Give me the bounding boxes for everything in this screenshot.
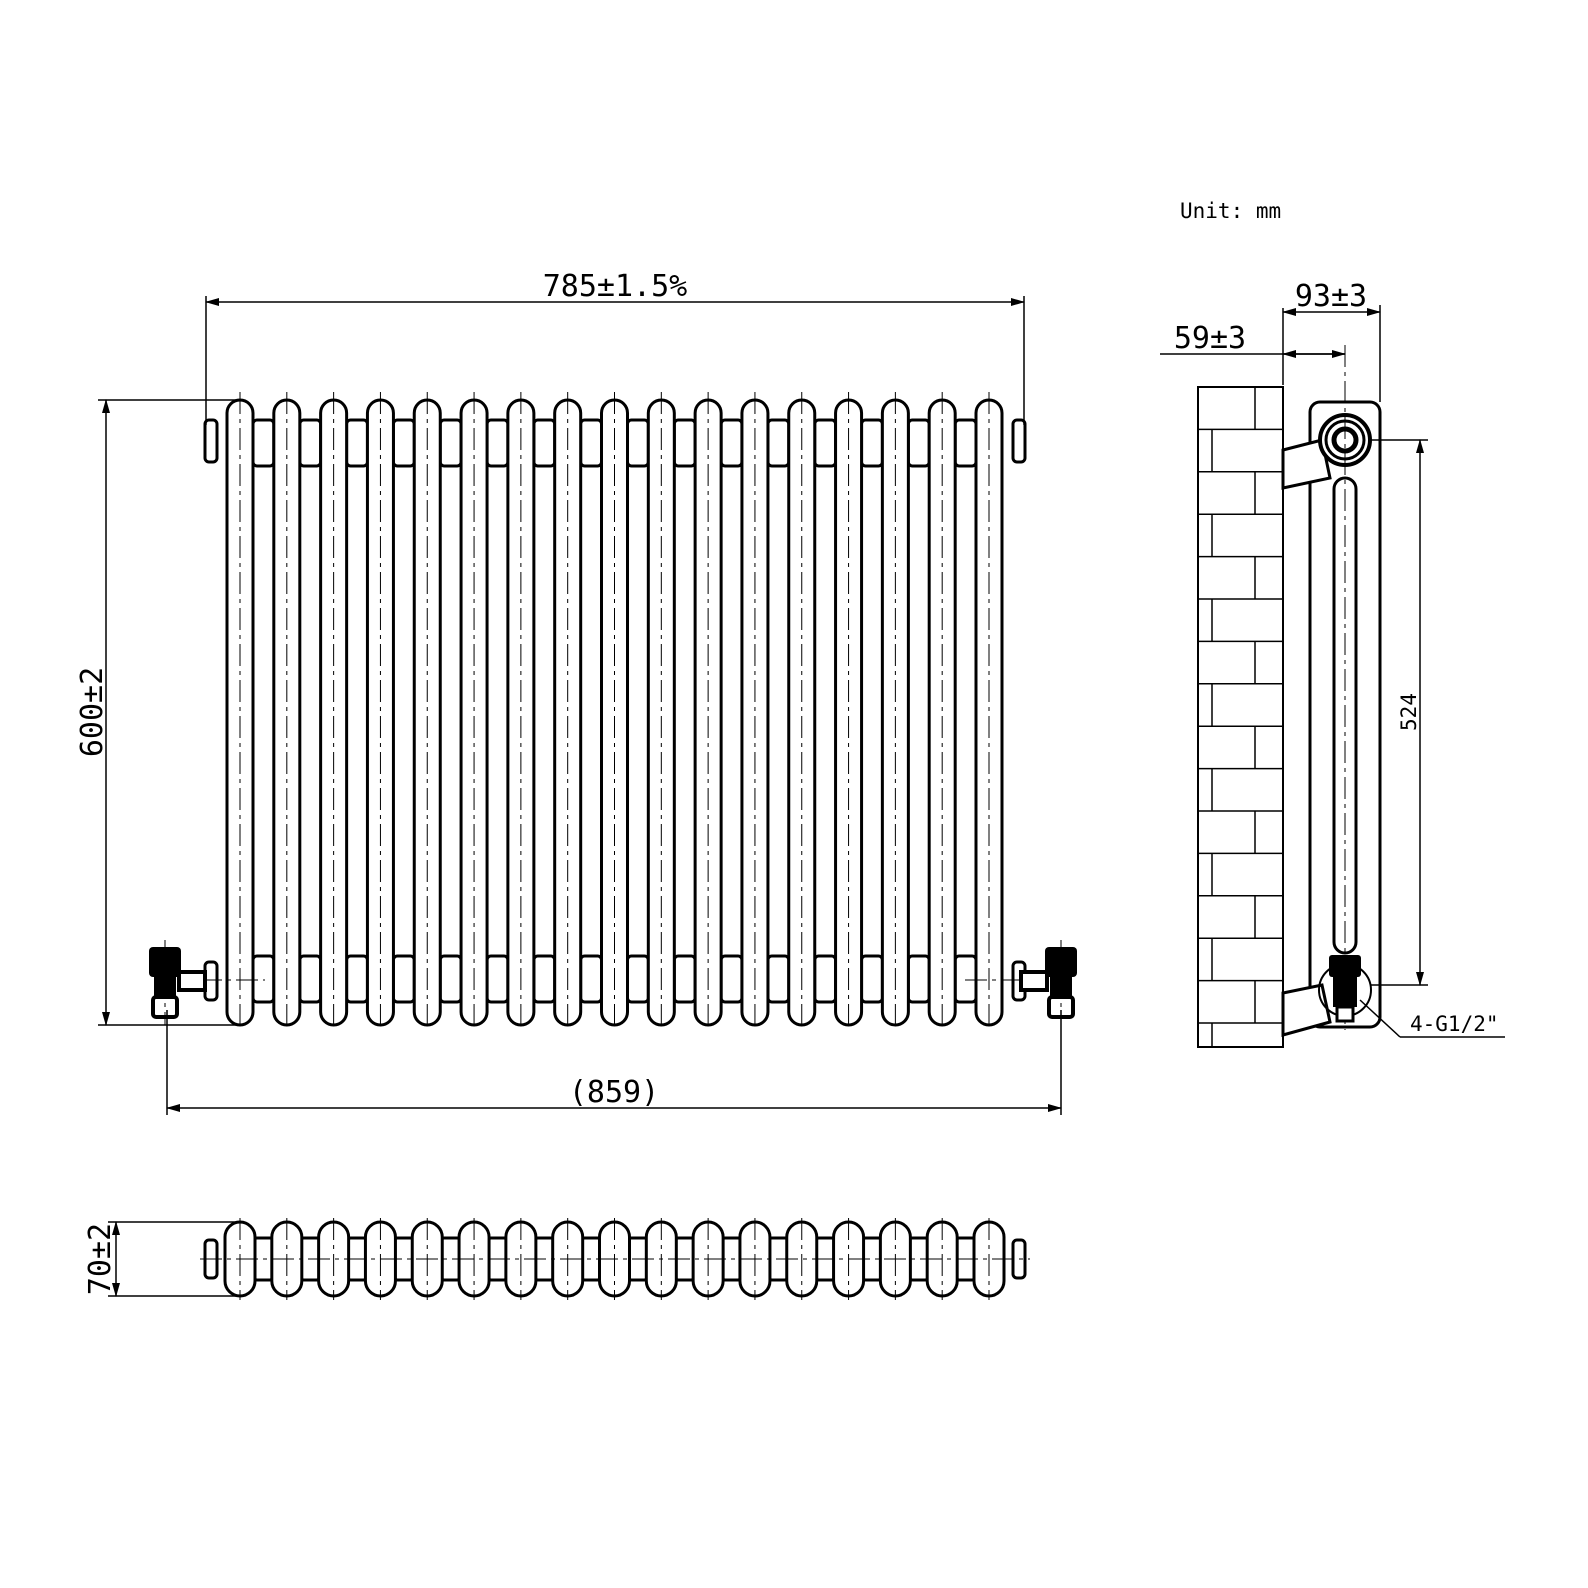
top-nipple xyxy=(813,418,838,468)
bottom-bracket xyxy=(1281,983,1332,1037)
bottom-nipple xyxy=(672,954,697,1004)
bottom-nipple xyxy=(391,954,416,1004)
wall-offset-label: 59±3 xyxy=(1174,321,1246,356)
width-label: 785±1.5% xyxy=(543,269,688,304)
bottom-nipple xyxy=(766,954,791,1004)
bottom-nipple xyxy=(953,954,978,1004)
top-nipple xyxy=(391,418,416,468)
bottom-nipple xyxy=(860,954,884,1004)
pipe-centres-label: 524 xyxy=(1397,693,1421,731)
radiator-valve xyxy=(1019,940,1077,1025)
bottom-nipple xyxy=(906,954,931,1004)
depth-label: 70±2 xyxy=(83,1223,118,1295)
top-nipple xyxy=(532,418,557,468)
top-nipple xyxy=(298,418,323,468)
side-view: 93±3 59±3 524 4-G1/2" xyxy=(1160,279,1505,1048)
bottom-nipple xyxy=(485,954,510,1004)
bottom-nipple xyxy=(532,954,557,1004)
top-nipple xyxy=(579,418,603,468)
bottom-nipple xyxy=(719,954,744,1004)
top-nipple xyxy=(251,418,276,468)
width-dimension: 785±1.5% xyxy=(205,269,1025,425)
side-valve xyxy=(1329,955,1361,1023)
bottom-nipple xyxy=(813,954,838,1004)
height-label: 600±2 xyxy=(75,667,110,757)
overall-width-dimension: (859) xyxy=(166,1010,1062,1115)
top-nipple xyxy=(438,418,463,468)
connections-label: 4-G1/2" xyxy=(1410,1012,1499,1036)
bottom-nipple xyxy=(345,954,369,1004)
top-nipple xyxy=(672,418,697,468)
side-total-label: 93±3 xyxy=(1295,279,1367,314)
height-dimension: 600±2 xyxy=(75,399,240,1026)
overall-width-label: (859) xyxy=(569,1075,659,1110)
top-nipple xyxy=(719,418,744,468)
unit-label: Unit: mm xyxy=(1180,199,1281,223)
top-nipple xyxy=(345,418,369,468)
top-view xyxy=(200,1218,1030,1300)
end-plug xyxy=(1011,418,1027,464)
bottom-nipple xyxy=(251,954,276,1004)
front-view xyxy=(149,392,1077,1030)
bottom-nipple xyxy=(626,954,650,1004)
bottom-nipple xyxy=(298,954,323,1004)
top-nipple xyxy=(860,418,884,468)
top-nipple xyxy=(953,418,978,468)
end-plug xyxy=(203,418,219,464)
top-bracket xyxy=(1281,438,1332,490)
bottom-nipple xyxy=(579,954,603,1004)
top-nipple xyxy=(626,418,650,468)
radiator-valve xyxy=(149,940,207,1025)
top-nipple xyxy=(906,418,931,468)
top-nipple xyxy=(766,418,791,468)
top-nipple xyxy=(485,418,510,468)
bottom-nipple xyxy=(438,954,463,1004)
brick-wall xyxy=(1197,386,1284,1048)
depth-dimension: 70±2 xyxy=(83,1221,240,1297)
